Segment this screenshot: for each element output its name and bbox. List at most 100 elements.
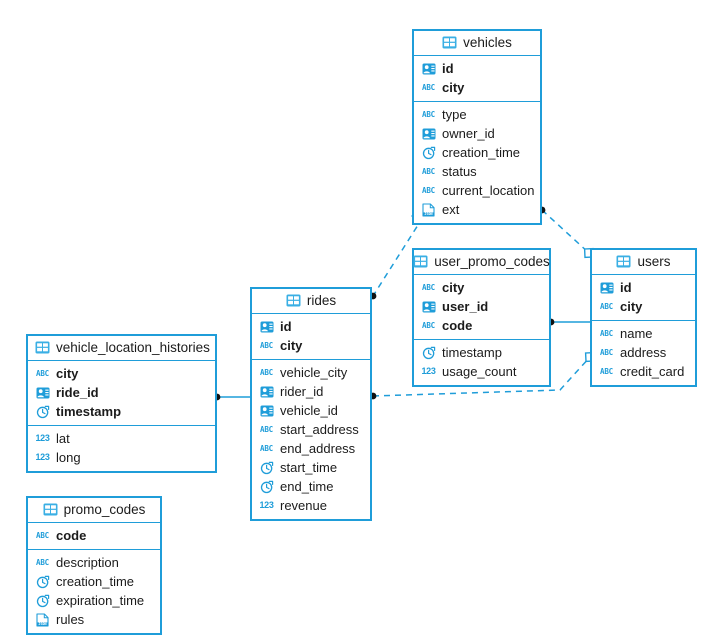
column-row[interactable]: 123 revenue — [252, 496, 370, 515]
key-column-icon — [259, 404, 274, 418]
column-label: end_address — [280, 441, 356, 456]
text-column-icon: ABC — [260, 367, 273, 377]
table-title-vehicle_location_histories: vehicle_location_histories — [28, 336, 215, 361]
text-column-icon: ABC — [260, 340, 273, 350]
column-row[interactable]: vehicle_id — [252, 401, 370, 420]
column-label: timestamp — [56, 404, 122, 419]
column-row[interactable]: timestamp — [414, 343, 549, 362]
key-column-icon — [599, 281, 614, 295]
column-label: city — [56, 366, 79, 381]
column-row[interactable]: expiration_time — [28, 591, 160, 610]
table-name-label: promo_codes — [63, 502, 146, 517]
number-column-icon: 123 — [259, 500, 274, 510]
key-column-icon — [259, 320, 274, 334]
table-icon — [616, 255, 631, 269]
column-row[interactable]: 123 lat — [28, 429, 215, 448]
column-row[interactable]: end_time — [252, 477, 370, 496]
table-icon — [286, 294, 301, 308]
column-label: city — [442, 80, 465, 95]
table-title-rides: rides — [252, 289, 370, 314]
column-section-promo_codes: ABC description creation_time expiration_ti… — [28, 550, 160, 633]
column-label: rider_id — [280, 384, 324, 399]
column-row[interactable]: id — [414, 59, 540, 78]
timestamp-column-icon — [421, 146, 436, 160]
text-column-icon: ABC — [422, 282, 435, 292]
column-label: address — [620, 345, 667, 360]
text-column-icon: ABC — [600, 328, 613, 338]
relationship-user_promo_codes-users — [547, 318, 590, 326]
column-label: ride_id — [56, 385, 99, 400]
column-label: end_time — [280, 479, 334, 494]
number-column-icon: 123 — [35, 433, 50, 443]
column-row[interactable]: creation_time — [28, 572, 160, 591]
svg-text:JSON: JSON — [424, 212, 432, 216]
column-label: code — [442, 318, 473, 333]
column-row[interactable]: rider_id — [252, 382, 370, 401]
column-row[interactable]: ride_id — [28, 383, 215, 402]
column-label: timestamp — [442, 345, 502, 360]
table-icon — [35, 341, 50, 355]
column-row[interactable]: timestamp — [28, 402, 215, 421]
column-row[interactable]: id — [592, 278, 695, 297]
column-label: long — [56, 450, 81, 465]
column-row[interactable]: id — [252, 317, 370, 336]
text-column-icon: ABC — [600, 301, 613, 311]
text-column-icon: ABC — [36, 557, 49, 567]
column-row[interactable]: ABC city — [414, 78, 540, 97]
column-row[interactable]: start_time — [252, 458, 370, 477]
column-row[interactable]: JSON rules — [28, 610, 160, 629]
column-label: owner_id — [442, 126, 495, 141]
table-icon — [43, 503, 58, 517]
column-row[interactable]: owner_id — [414, 124, 540, 143]
column-row[interactable]: user_id — [414, 297, 549, 316]
timestamp-column-icon — [35, 575, 50, 589]
column-label: lat — [56, 431, 70, 446]
column-label: ext — [442, 202, 460, 217]
key-column-icon — [35, 386, 50, 400]
column-label: code — [56, 528, 87, 543]
column-row[interactable]: JSON ext — [414, 200, 540, 219]
column-label: usage_count — [442, 364, 517, 379]
table-name-label: user_promo_codes — [434, 254, 550, 269]
column-label: expiration_time — [56, 593, 145, 608]
column-row[interactable]: 123 long — [28, 448, 215, 467]
table-icon — [442, 36, 457, 50]
text-column-icon: ABC — [422, 185, 435, 195]
column-row[interactable]: ABC description — [28, 553, 160, 572]
column-row[interactable]: creation_time — [414, 143, 540, 162]
number-column-icon: 123 — [35, 452, 50, 462]
column-label: revenue — [280, 498, 327, 513]
timestamp-column-icon — [421, 346, 436, 360]
svg-text:JSON: JSON — [38, 622, 46, 626]
table-name-label: vehicles — [463, 35, 512, 50]
column-label: rules — [56, 612, 85, 627]
text-column-icon: ABC — [422, 82, 435, 92]
column-label: description — [56, 555, 119, 570]
